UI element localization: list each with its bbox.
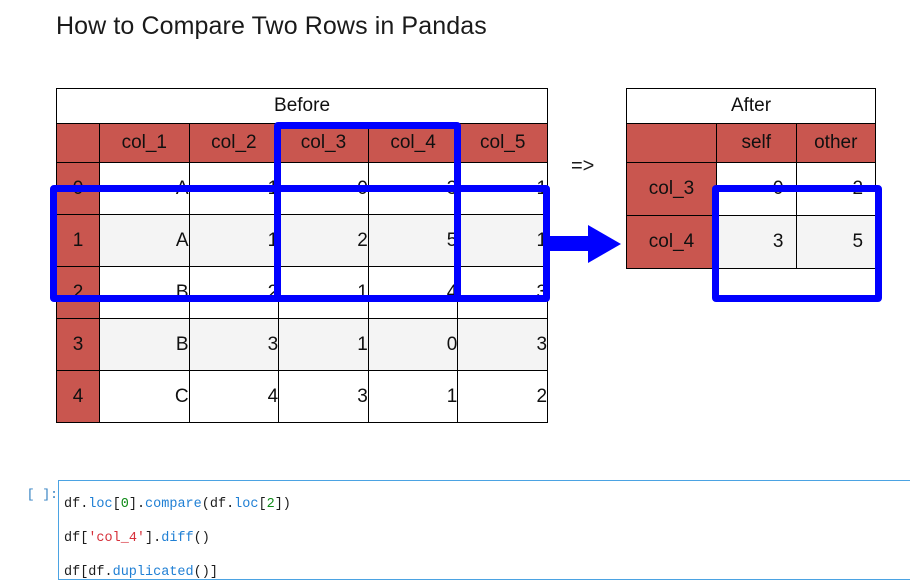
- after-row-index-col_3: col_3: [626, 162, 717, 216]
- code-token: loc: [234, 497, 259, 512]
- code-token: (df.: [201, 497, 235, 512]
- code-token: diff: [161, 531, 194, 546]
- before-cell-0-col_4: 3: [367, 162, 459, 215]
- after-caption-row: After: [625, 88, 877, 124]
- code-token: 2: [266, 497, 275, 512]
- before-row-index-3: 3: [56, 318, 100, 371]
- before-cell-4-col_3: 3: [278, 370, 369, 423]
- before-column-header-col_2: col_2: [188, 123, 280, 163]
- before-column-header-col_1: col_1: [99, 123, 190, 163]
- before-cell-0-col_3: 0: [278, 162, 369, 215]
- before-cell-3-col_4: 0: [367, 318, 459, 371]
- before-cell-3-col_1: B: [99, 318, 190, 371]
- code-token: 'col_4': [88, 531, 146, 546]
- before-cell-2-col_2: 2: [188, 266, 280, 319]
- before-cell-0-col_2: 1: [188, 162, 280, 215]
- before-cell-1-col_1: A: [99, 214, 190, 267]
- code-line-2[interactable]: df['col_4'].diff(): [64, 522, 910, 556]
- code-token: [: [112, 497, 121, 512]
- before-cell-0-col_5: 1: [457, 162, 549, 215]
- code-token: 0: [120, 497, 129, 512]
- code-editor-area[interactable]: df.loc[0].compare(df.loc[2])df['col_4'].…: [58, 480, 910, 580]
- after-cell-col_3-self: 0: [716, 162, 797, 216]
- before-row-index-4: 4: [56, 370, 100, 423]
- after-cell-col_4-self: 3: [716, 215, 797, 269]
- page-title: How to Compare Two Rows in Pandas: [56, 12, 487, 40]
- before-row-index-0: 0: [56, 162, 100, 215]
- equals-arrow-label: =>: [571, 155, 595, 177]
- before-cell-4-col_1: C: [99, 370, 190, 423]
- after-caption: After: [625, 88, 877, 124]
- code-line-3[interactable]: df[df.duplicated()]: [64, 556, 910, 583]
- code-line-1[interactable]: df.loc[0].compare(df.loc[2]): [64, 488, 910, 522]
- before-caption-row: Before: [55, 88, 549, 124]
- code-token: (): [193, 531, 210, 546]
- before-column-header-col_3: col_3: [278, 123, 369, 163]
- code-token: compare: [145, 497, 202, 512]
- before-column-header-col_4: col_4: [367, 123, 459, 163]
- after-header-corner: [626, 123, 717, 163]
- before-cell-3-col_2: 3: [188, 318, 280, 371]
- code-token: loc: [88, 497, 113, 512]
- before-cell-2-col_4: 4: [367, 266, 459, 319]
- code-token: [: [258, 497, 267, 512]
- before-cell-1-col_3: 2: [278, 214, 369, 267]
- before-row-index-2: 2: [56, 266, 100, 319]
- code-token: duplicated: [112, 565, 194, 580]
- before-cell-3-col_5: 3: [457, 318, 549, 371]
- code-token: ].: [145, 531, 162, 546]
- before-cell-1-col_4: 5: [367, 214, 459, 267]
- after-column-header-self: self: [716, 123, 797, 163]
- transform-arrow-shaft: [546, 236, 592, 251]
- before-cell-4-col_2: 4: [188, 370, 280, 423]
- code-token: ]): [274, 497, 291, 512]
- before-cell-1-col_2: 1: [188, 214, 280, 267]
- before-column-header-col_5: col_5: [457, 123, 549, 163]
- code-token: ].: [128, 497, 146, 512]
- before-cell-2-col_3: 1: [278, 266, 369, 319]
- before-cell-4-col_5: 2: [457, 370, 549, 423]
- before-cell-4-col_4: 1: [367, 370, 459, 423]
- after-cell-col_4-other: 5: [795, 215, 877, 269]
- before-cell-2-col_1: B: [99, 266, 190, 319]
- code-token: ()]: [193, 565, 218, 580]
- before-cell-1-col_5: 1: [457, 214, 549, 267]
- before-caption: Before: [55, 88, 549, 124]
- before-header-corner: [56, 123, 100, 163]
- cell-prompt-label: [ ]:: [26, 487, 58, 502]
- after-cell-col_3-other: 2: [795, 162, 877, 216]
- code-token: df[df.: [64, 565, 113, 580]
- after-row-index-col_4: col_4: [626, 215, 717, 269]
- before-cell-2-col_5: 3: [457, 266, 549, 319]
- before-cell-3-col_3: 1: [278, 318, 369, 371]
- code-token: df[: [64, 531, 89, 546]
- after-column-header-other: other: [795, 123, 877, 163]
- before-row-index-1: 1: [56, 214, 100, 267]
- code-token: df.: [64, 497, 89, 512]
- transform-arrow-head: [588, 225, 621, 263]
- jupyter-code-cell[interactable]: [ ]: df.loc[0].compare(df.loc[2])df['col…: [0, 477, 910, 583]
- before-cell-0-col_1: A: [99, 162, 190, 215]
